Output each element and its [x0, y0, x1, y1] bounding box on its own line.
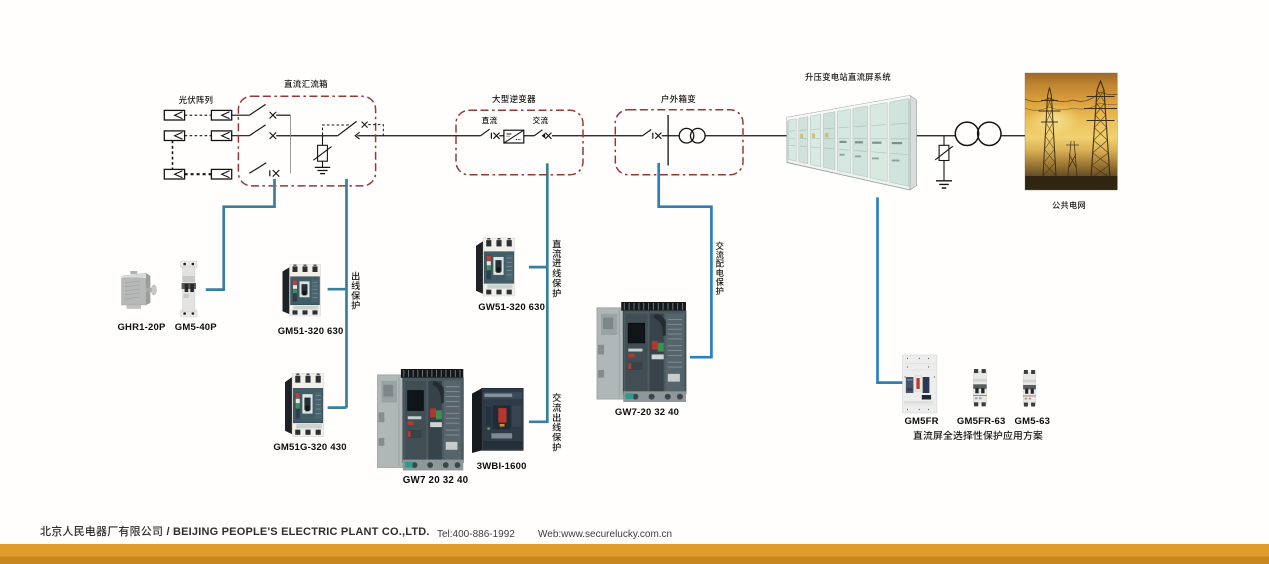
connector-dc-panel [876, 197, 903, 384]
solution-caption: 直流屏全选择性保护应用方案 [913, 428, 1043, 442]
label-inverter-ac: 交流 [532, 114, 549, 126]
product-label-3wbi-1600: 3WBI-1600 [476, 461, 527, 472]
product-3wbi-1600-image [471, 387, 524, 454]
product-label-gm5fr: GM5FR [904, 415, 939, 427]
product-label-gm51-320-630: GM51-320 630 [277, 325, 344, 337]
product-label-gw51-320-630: GW51-320 630 [478, 302, 546, 313]
surge-arrester-symbol [934, 135, 954, 189]
dc-panel-cabinets [786, 94, 917, 191]
product-label-gm5-63: GM5-63 [1014, 415, 1051, 427]
pv-array-modules [163, 109, 250, 180]
step-up-transformer-symbol [954, 121, 1002, 147]
connector-lines [205, 162, 903, 424]
label-large-inverter: 大型逆变器 [491, 92, 536, 105]
connector-outgoing-protection [327, 178, 348, 409]
product-gm5fr-63-image [972, 368, 987, 407]
label-dc-incoming-line-protection: 直流进线保护 [549, 237, 564, 297]
label-outdoor-box-transformer: 户外箱变 [660, 92, 697, 105]
product-gm51g-320-430-image [284, 373, 325, 437]
product-label-gm5fr-63: GM5FR-63 [956, 415, 1006, 427]
product-gm51-320-630-image [282, 264, 321, 317]
connector-inverter-protection [528, 163, 549, 424]
footer-telephone: Tel:400-886-1992 [437, 525, 515, 540]
product-label-gm51g-320-430: GM51G-320 430 [273, 441, 347, 453]
product-gw7-right-image [596, 301, 687, 403]
outdoor-box-transformer-symbol [614, 108, 744, 176]
label-dc-combiner-box: 直流汇流箱 [283, 78, 328, 90]
footer-company-name: 北京人民电器厂有限公司 / BEIJING PEOPLE'S ELECTRIC … [40, 523, 430, 539]
product-label-ghr1-20p: GHR1-20P [117, 321, 166, 333]
label-ac-outgoing-line-protection: 交流出线保护 [549, 391, 564, 451]
label-inverter-dc: 直流 [481, 114, 498, 126]
label-public-grid: 公共电网 [1052, 198, 1086, 211]
product-label-gw7-right: GW7-20 32 40 [614, 407, 680, 418]
product-gw7-left-image [377, 368, 464, 471]
dc-combiner-box-symbol [237, 95, 384, 187]
connector-ac-distribution [657, 162, 713, 359]
footer-website: Web:www.securelucky.com.cn [538, 525, 673, 540]
product-gm5-40p-image [180, 260, 198, 318]
product-gw51-320-630-image [475, 237, 516, 297]
label-ac-distribution-protection: 交流配电保护 [713, 240, 726, 294]
product-gm5-63-image [1022, 369, 1037, 407]
product-label-gm5-40p: GM5-40P [174, 321, 217, 333]
public-grid-photo [1024, 72, 1118, 191]
label-pv-array: 光伏阵列 [178, 93, 214, 106]
label-substation-dc-panel-system: 升压变电站直流屏系统 [805, 70, 891, 83]
label-outgoing-line-protection: 出线保护 [348, 270, 363, 310]
connector-combiner-to-gm5-40p [205, 178, 276, 291]
product-ghr1-20p-image [121, 270, 157, 309]
accent-bar [0, 543, 1269, 564]
product-label-gw7-left: GW7 20 32 40 [402, 474, 469, 486]
large-inverter-symbol [455, 109, 584, 176]
product-gm5fr-image [902, 354, 938, 414]
